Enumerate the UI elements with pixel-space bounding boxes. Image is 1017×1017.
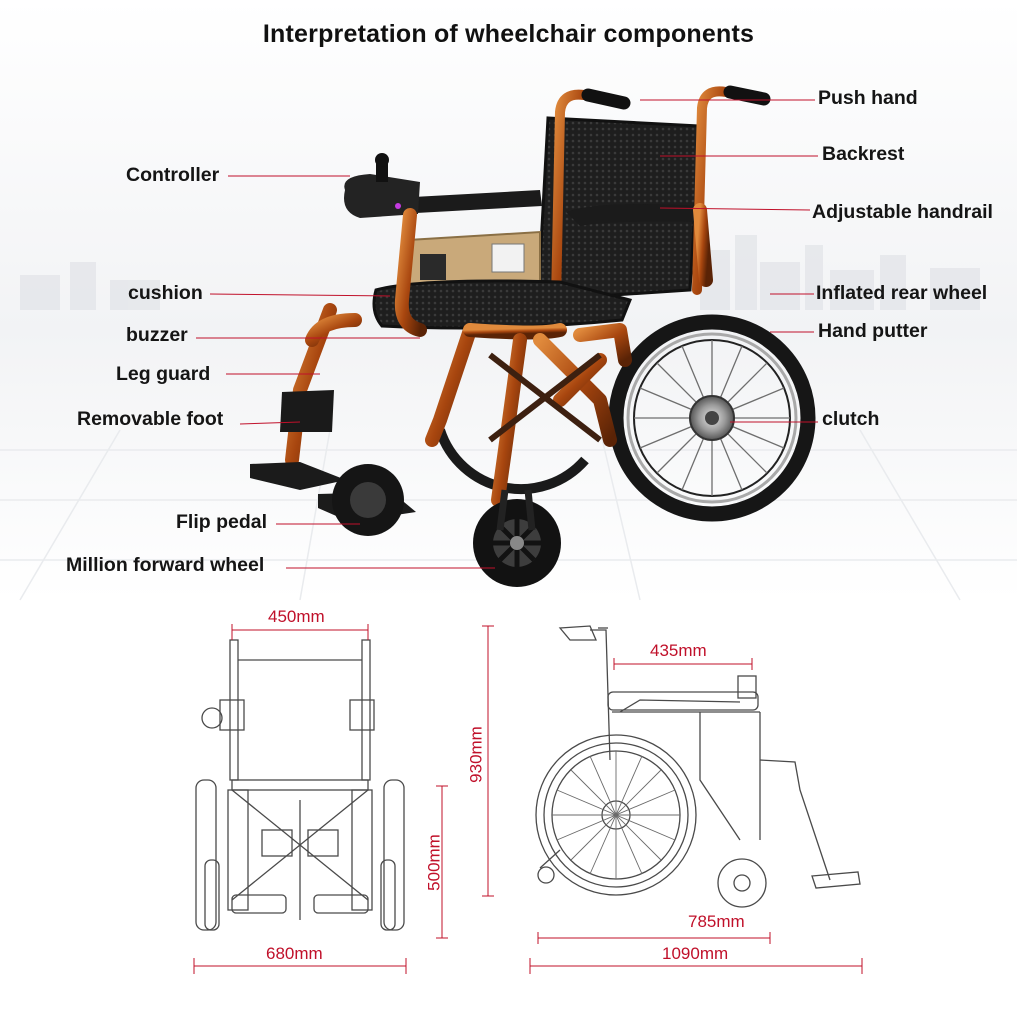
label-inflated-rear-wheel: Inflated rear wheel [816, 282, 988, 304]
dim-side-overall-length: 1090mm [662, 944, 729, 963]
dimension-lines [193, 624, 863, 974]
frame-x-brace [488, 352, 602, 443]
label-push-hand: Push hand [818, 87, 918, 109]
dim-front-overall-width: 680mm [266, 944, 323, 963]
front-caster-right [473, 499, 561, 587]
caster-fork [496, 489, 536, 531]
label-adjustable-handrail: Adjustable handrail [812, 201, 993, 223]
dim-side-wheelbase: 785mm [688, 912, 745, 931]
footrest-left [250, 462, 346, 490]
leader-lines [196, 99, 818, 569]
label-million-forward-wheel: Million forward wheel [66, 554, 265, 576]
armrest-right [566, 204, 700, 226]
armrest-left [395, 190, 542, 214]
label-flip-pedal: Flip pedal [176, 511, 268, 533]
label-removable-foot: Removable foot [77, 408, 224, 430]
dim-front-seat-height: 500mm [424, 834, 444, 891]
label-cushion: cushion [128, 282, 203, 304]
dim-side-overall-height: 930mm [466, 726, 486, 783]
label-clutch: clutch [822, 408, 880, 430]
joystick-controller [344, 153, 420, 218]
front-caster-left [332, 464, 404, 536]
label-backrest: Backrest [822, 143, 905, 165]
diagram-title: Interpretation of wheelchair components [262, 20, 755, 48]
push-handles [551, 86, 731, 305]
skyline [20, 235, 980, 310]
hand-grips [581, 85, 771, 110]
dim-front-width-top: 450mm [268, 607, 325, 626]
label-buzzer: buzzer [126, 324, 188, 346]
label-controller: Controller [126, 164, 220, 186]
dim-side-seat-depth: 435mm [650, 641, 707, 660]
frame [285, 203, 713, 507]
label-hand-putter: Hand putter [818, 320, 928, 342]
front-view-drawing [195, 639, 405, 931]
rear-wheel [608, 314, 816, 522]
leg-guard [280, 390, 334, 432]
side-view-drawing [535, 625, 861, 908]
label-leg-guard: Leg guard [116, 363, 211, 385]
